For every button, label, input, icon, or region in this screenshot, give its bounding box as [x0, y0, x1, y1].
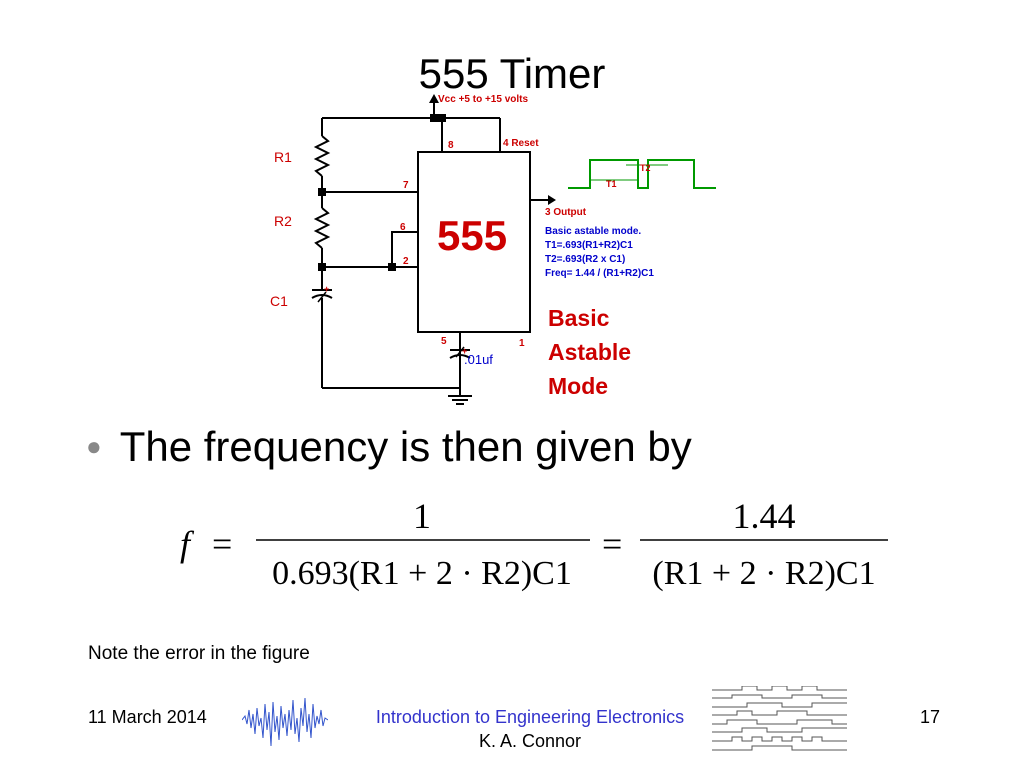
formula-freq: Freq= 1.44 / (R1+R2)C1	[545, 268, 654, 279]
r1-label: R1	[274, 149, 292, 165]
footer-date: 11 March 2014	[88, 707, 207, 727]
vcc-arrow-icon	[429, 94, 439, 103]
r2-label: R2	[274, 213, 292, 229]
ic-555-body	[417, 151, 531, 333]
circuit-schematic: 8 4 Reset 7 6 2 5 1 3 Output Vcc +5 to +…	[270, 94, 716, 405]
chip-label: 555	[437, 212, 507, 259]
footer-author: K. A. Connor	[478, 731, 582, 751]
big-label-astable: Astable	[548, 339, 631, 365]
output-arrow-icon	[548, 195, 556, 205]
pin1-label: 1	[519, 338, 525, 349]
eq-lhs: f	[180, 524, 195, 564]
big-label-basic: Basic	[548, 305, 610, 331]
note-text: Note the error in the figure	[88, 643, 310, 664]
eq-denominator-2: (R1 + 2 · R2)C1	[652, 555, 875, 592]
pin2-label: 2	[403, 256, 409, 267]
page-number: 17	[919, 707, 940, 727]
eq-numerator-2: 1.44	[733, 496, 796, 536]
slide-title: 555 Timer	[418, 50, 606, 97]
noise-signal-icon	[242, 697, 328, 747]
bullet-item: ● The frequency is then given by	[86, 420, 692, 473]
formula-t2: T2=.693(R2 x C1)	[545, 254, 625, 265]
eq-equals-2: =	[602, 524, 622, 564]
footer-course-title: Introduction to Engineering Electronics	[375, 707, 685, 727]
pin4-label: 4 Reset	[503, 138, 539, 149]
pin3-label: 3 Output	[545, 207, 587, 218]
vcc-label: Vcc +5 to +15 volts	[438, 94, 528, 105]
pin8-label: 8	[448, 140, 454, 151]
pin7-label: 7	[403, 180, 409, 191]
pin5-label: 5	[441, 336, 447, 347]
t1-label: T1	[606, 179, 617, 189]
big-label-mode: Mode	[548, 373, 608, 399]
cap-value-label: .01uf	[464, 352, 493, 367]
resistor-r2	[313, 207, 331, 249]
eq-equals-1: =	[212, 524, 232, 564]
output-waveform	[568, 159, 716, 189]
pin6-label: 6	[400, 222, 406, 233]
resistor-r1	[313, 135, 331, 177]
c1-plus: +	[324, 284, 329, 294]
c1-label: C1	[270, 293, 288, 309]
bullet-text: The frequency is then given by	[119, 423, 692, 470]
frequency-equation: f = 1 0.693(R1 + 2 · R2)C1 = 1.44 (R1 + …	[180, 496, 888, 592]
t2-label: T2	[640, 163, 651, 173]
mode-line: Basic astable mode.	[545, 226, 641, 237]
bullet-icon: ●	[86, 431, 102, 461]
formula-t1: T1=.693(R1+R2)C1	[545, 240, 633, 251]
cap-plus: +	[462, 346, 467, 356]
eq-numerator-1: 1	[413, 496, 431, 536]
logic-timing-diagram-icon	[712, 686, 847, 751]
eq-denominator-1: 0.693(R1 + 2 · R2)C1	[272, 555, 572, 592]
